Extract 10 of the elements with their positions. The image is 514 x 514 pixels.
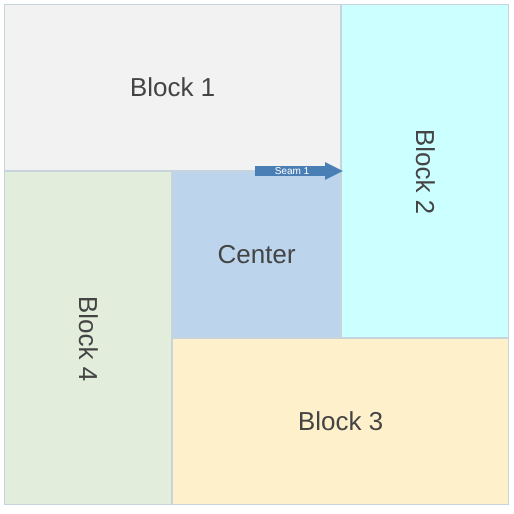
seam-arrow [255, 162, 343, 180]
block-rectangle [341, 4, 509, 338]
block-label: Block 1 [130, 72, 216, 103]
block-label: Center [217, 239, 296, 270]
block-label: Block 4 [72, 295, 104, 381]
block-label: Block 2 [410, 128, 440, 214]
block-label: Block 3 [298, 406, 384, 437]
arrow-label: Seam 1 [274, 166, 310, 176]
block-rectangle [172, 338, 509, 505]
block-rectangle [4, 171, 172, 505]
